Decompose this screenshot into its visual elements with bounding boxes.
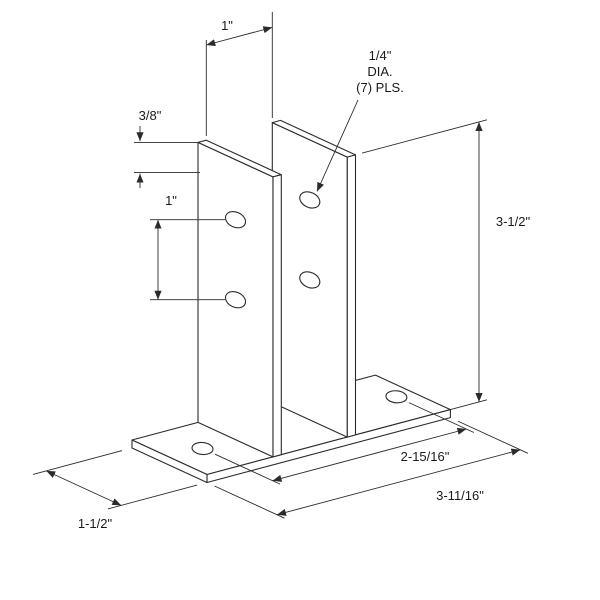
bracket-left-ear [197,139,282,458]
base-hole-right [385,390,408,404]
dimensions: 1" 1/4" DIA. (7) PLS. 3/8" 1" [32,12,531,531]
dimension-line [206,26,273,47]
extension-line [361,399,488,434]
dim-base-width-label: 1-1/2" [78,516,113,531]
hole-note-line2: DIA. [367,64,392,79]
hole-note-line1: 1/4" [369,48,392,63]
right-ear-front-edge [346,154,357,438]
hole-note-line3: (7) PLS. [356,80,404,95]
extension-line [214,453,281,485]
extension-line [408,402,475,433]
left-ear-hole-top [224,211,247,229]
right-ear-hole-bottom [299,271,321,289]
extension-line [32,450,123,475]
dim-ear-gap: 1" [205,12,273,136]
extension-line [457,420,529,454]
bracket-right-ear [271,119,357,438]
dimension-line [46,470,122,506]
right-ear-hole-top [299,191,321,209]
base-hole-left [191,441,214,456]
base-left-face [131,439,208,484]
dim-base-length: 3-11/16" [214,420,529,519]
dim-hole-note: 1/4" DIA. (7) PLS. [316,48,404,192]
extension-line [361,119,488,154]
dim-edge-offset: 3/8" [134,108,200,188]
dim-edge-offset-label: 3/8" [139,108,162,123]
dim-base-width: 1-1/2" [32,450,198,531]
dim-hole-spacing: 1" [150,193,225,301]
dim-ear-height-label: 3-1/2" [496,214,531,229]
dim-base-hole-spacing-label: 2-15/16" [401,449,450,464]
dim-ear-height: 3-1/2" [361,119,531,434]
extension-line [214,485,285,519]
dimension-line [276,448,521,516]
extension-line [107,484,198,510]
dim-base-length-label: 3-11/16" [436,488,484,503]
dim-hole-spacing-label: 1" [165,193,177,208]
left-ear-hole-bottom [224,291,247,309]
leader-line [316,99,359,192]
left-ear-front-edge [272,174,282,458]
dim-ear-gap-label: 1" [221,18,233,33]
